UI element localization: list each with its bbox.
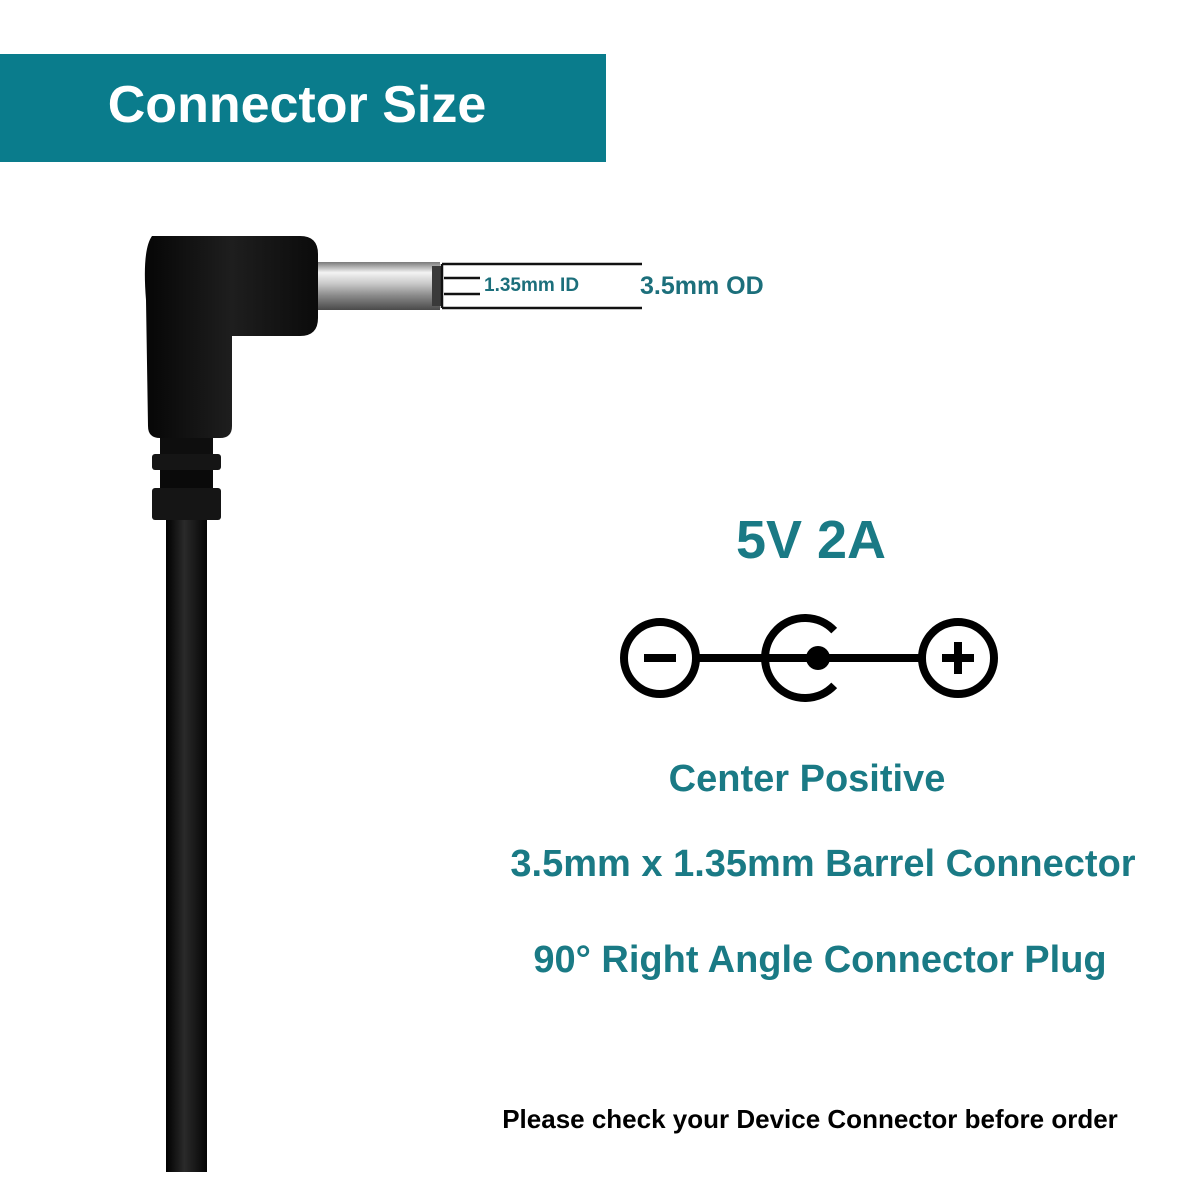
metal-barrel bbox=[318, 262, 442, 310]
strain-relief bbox=[152, 432, 221, 520]
spec-barrel-size: 3.5mm x 1.35mm Barrel Connector bbox=[510, 843, 1136, 885]
center-positive-polarity-icon bbox=[620, 614, 998, 702]
header-banner bbox=[0, 54, 606, 162]
center-pin-icon bbox=[806, 646, 830, 670]
dimension-lines bbox=[440, 262, 642, 310]
plug-body bbox=[144, 236, 318, 438]
order-notice: Please check your Device Connector befor… bbox=[502, 1104, 1118, 1134]
inner-diameter-label: 1.35mm ID bbox=[484, 275, 580, 296]
cable bbox=[166, 510, 207, 1172]
spec-polarity: Center Positive bbox=[668, 758, 946, 800]
power-rating: 5V 2A bbox=[735, 510, 887, 570]
spec-plug-angle: 90° Right Angle Connector Plug bbox=[533, 939, 1107, 981]
outer-diameter-label: 3.5mm OD bbox=[640, 272, 764, 300]
page-title: Connector Size bbox=[107, 76, 487, 134]
